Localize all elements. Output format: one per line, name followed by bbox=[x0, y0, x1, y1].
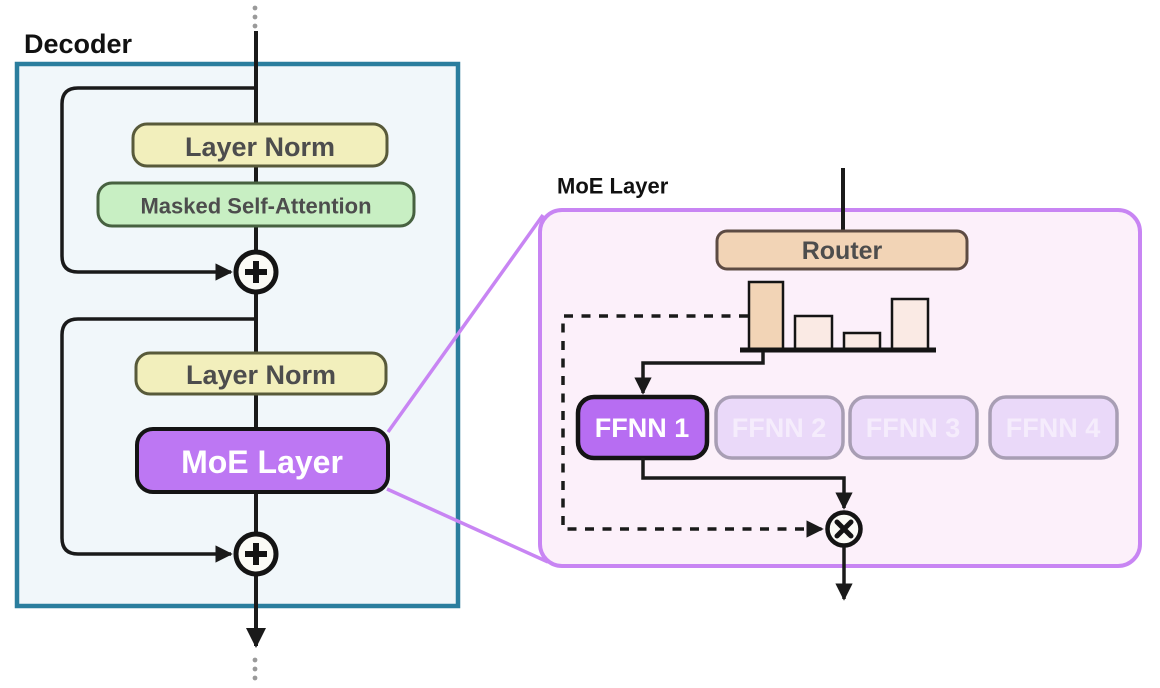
router-bar-3 bbox=[842, 331, 882, 352]
top-continuation-dots-icon bbox=[252, 5, 258, 29]
masked-self-attention-box bbox=[96, 181, 416, 228]
expert-ffnn-4: FFNN 4 bbox=[988, 395, 1119, 460]
ffnn-3-box bbox=[848, 395, 979, 460]
layer-norm-1-box bbox=[131, 122, 389, 168]
bottom-continuation-dots-icon bbox=[252, 657, 258, 681]
expert-output-arrow bbox=[641, 458, 853, 510]
layer-norm-2-label: Layer Norm bbox=[186, 360, 336, 390]
route-to-expert-arrow bbox=[634, 352, 765, 395]
ffnn-1-label: FFNN 1 bbox=[595, 413, 690, 443]
router-bar-1 bbox=[747, 280, 785, 352]
moe-detail-title: MoE Layer bbox=[557, 174, 669, 199]
ffnn-4-label: FFNN 4 bbox=[1006, 413, 1101, 443]
add-operator-2 bbox=[233, 531, 279, 577]
router-block: Router bbox=[715, 229, 969, 271]
zoom-connector-bottom bbox=[386, 487, 549, 564]
layer-norm-1-label: Layer Norm bbox=[185, 132, 335, 162]
router-distribution-chart bbox=[740, 280, 936, 353]
decoder-title: Decoder bbox=[24, 29, 133, 59]
times-glyph bbox=[834, 519, 854, 539]
moe-layer-block: MoE Layer bbox=[135, 427, 390, 494]
ffnn-4-box bbox=[988, 395, 1119, 460]
zoom-connector-top bbox=[386, 213, 545, 434]
ffnn-3-label: FFNN 3 bbox=[866, 413, 961, 443]
masked-self-attention-label: Masked Self-Attention bbox=[140, 194, 371, 219]
add-operator-1 bbox=[233, 249, 279, 295]
router-box bbox=[715, 229, 969, 271]
layer-norm-2-block: Layer Norm bbox=[134, 351, 388, 396]
router-label: Router bbox=[802, 237, 883, 265]
layer-norm-2-box bbox=[134, 351, 388, 396]
moe-layer-label: MoE Layer bbox=[181, 444, 343, 480]
masked-self-attention-block: Masked Self-Attention bbox=[96, 181, 416, 228]
plus-glyph bbox=[245, 261, 267, 283]
layer-norm-1-block: Layer Norm bbox=[131, 122, 389, 168]
gate-weight-dashed-arrow bbox=[561, 314, 824, 538]
plus-glyph bbox=[245, 543, 267, 565]
router-bar-4 bbox=[890, 297, 930, 352]
expert-ffnn-3: FFNN 3 bbox=[848, 395, 979, 460]
expert-ffnn-1: FFNN 1 bbox=[575, 394, 710, 461]
multiply-operator bbox=[825, 510, 863, 548]
ffnn-2-label: FFNN 2 bbox=[732, 413, 827, 443]
moe-layer-box bbox=[135, 427, 390, 494]
router-bar-2 bbox=[793, 314, 834, 352]
ffnn-2-box bbox=[714, 395, 845, 460]
residual-skip-1 bbox=[60, 86, 256, 281]
expert-ffnn-2: FFNN 2 bbox=[714, 395, 845, 460]
residual-skip-2 bbox=[60, 317, 256, 563]
